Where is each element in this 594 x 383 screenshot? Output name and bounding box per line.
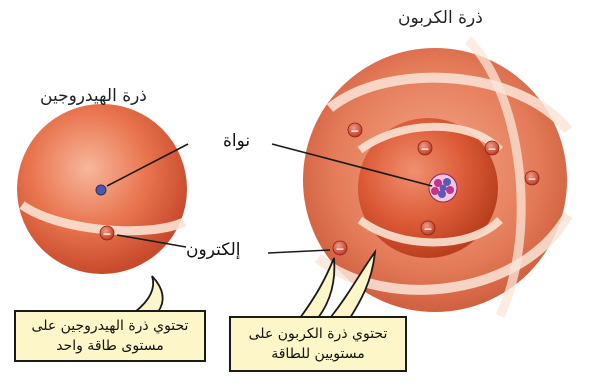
- hydrogen-callout-tail: [135, 276, 163, 312]
- electron-leader-carbon: [268, 250, 330, 253]
- hydrogen-note-line1: تحتوي ذرة الهيدروجين على: [16, 316, 204, 336]
- electron: −: [485, 141, 499, 156]
- hydrogen-atom-title: ذرة الهيدروجين: [40, 86, 147, 106]
- hydrogen-energy-note: تحتوي ذرة الهيدروجين على مستوى طاقة واحد: [14, 310, 206, 362]
- nucleus-label: نواة: [223, 131, 250, 151]
- electron: −: [418, 141, 432, 156]
- hydrogen-atom: [17, 104, 187, 274]
- svg-text:−: −: [487, 143, 496, 156]
- svg-text:−: −: [335, 243, 344, 256]
- carbon-callout-tail: [300, 258, 334, 318]
- carbon-note-line2: مستويين للطاقة: [231, 344, 405, 364]
- electron: −: [525, 171, 539, 186]
- carbon-energy-note: تحتوي ذرة الكربون على مستويين للطاقة: [229, 316, 407, 372]
- svg-text:−: −: [527, 173, 536, 186]
- svg-text:−: −: [423, 223, 432, 236]
- carbon-atom-title: ذرة الكربون: [398, 8, 483, 28]
- electron: −: [421, 221, 435, 236]
- svg-text:−: −: [102, 228, 111, 241]
- hydrogen-note-line2: مستوى طاقة واحد: [16, 336, 204, 356]
- carbon-note-line1: تحتوي ذرة الكربون على: [231, 324, 405, 344]
- svg-text:−: −: [420, 143, 429, 156]
- electron-label: إلكترون: [186, 240, 241, 260]
- svg-text:−: −: [350, 125, 359, 138]
- electron: −: [348, 123, 362, 138]
- electron: −: [333, 241, 347, 256]
- hydrogen-nucleus: [96, 185, 106, 195]
- carbon-nucleus: [429, 174, 457, 202]
- electron: −: [100, 226, 114, 241]
